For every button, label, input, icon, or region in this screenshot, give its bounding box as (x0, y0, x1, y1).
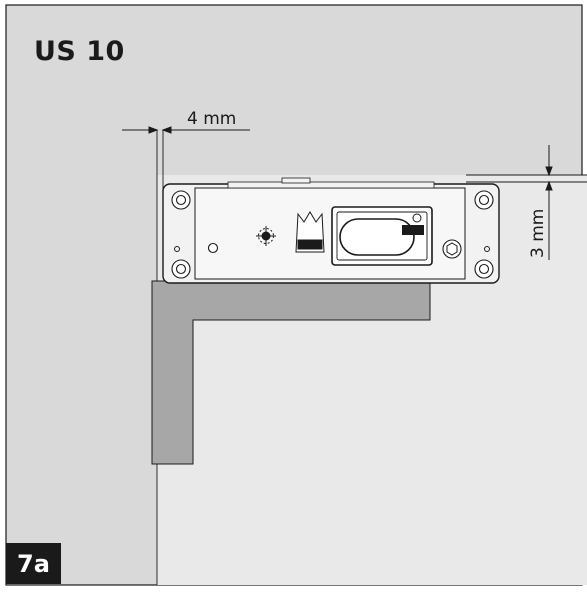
cylinder-housing (331, 206, 433, 266)
lock-hardware (162, 177, 500, 284)
brand-emblem (295, 211, 325, 253)
hex-screw (442, 239, 462, 259)
dimension-vertical (466, 145, 587, 260)
product-title: US 10 (34, 36, 125, 67)
adjustment-symbol (256, 226, 276, 246)
gap-horizontal-label: 4 mm (187, 109, 236, 129)
figure-label: 7a (6, 543, 61, 584)
gap-vertical-label: 3 mm (528, 209, 548, 258)
dimension-horizontal (122, 126, 250, 134)
